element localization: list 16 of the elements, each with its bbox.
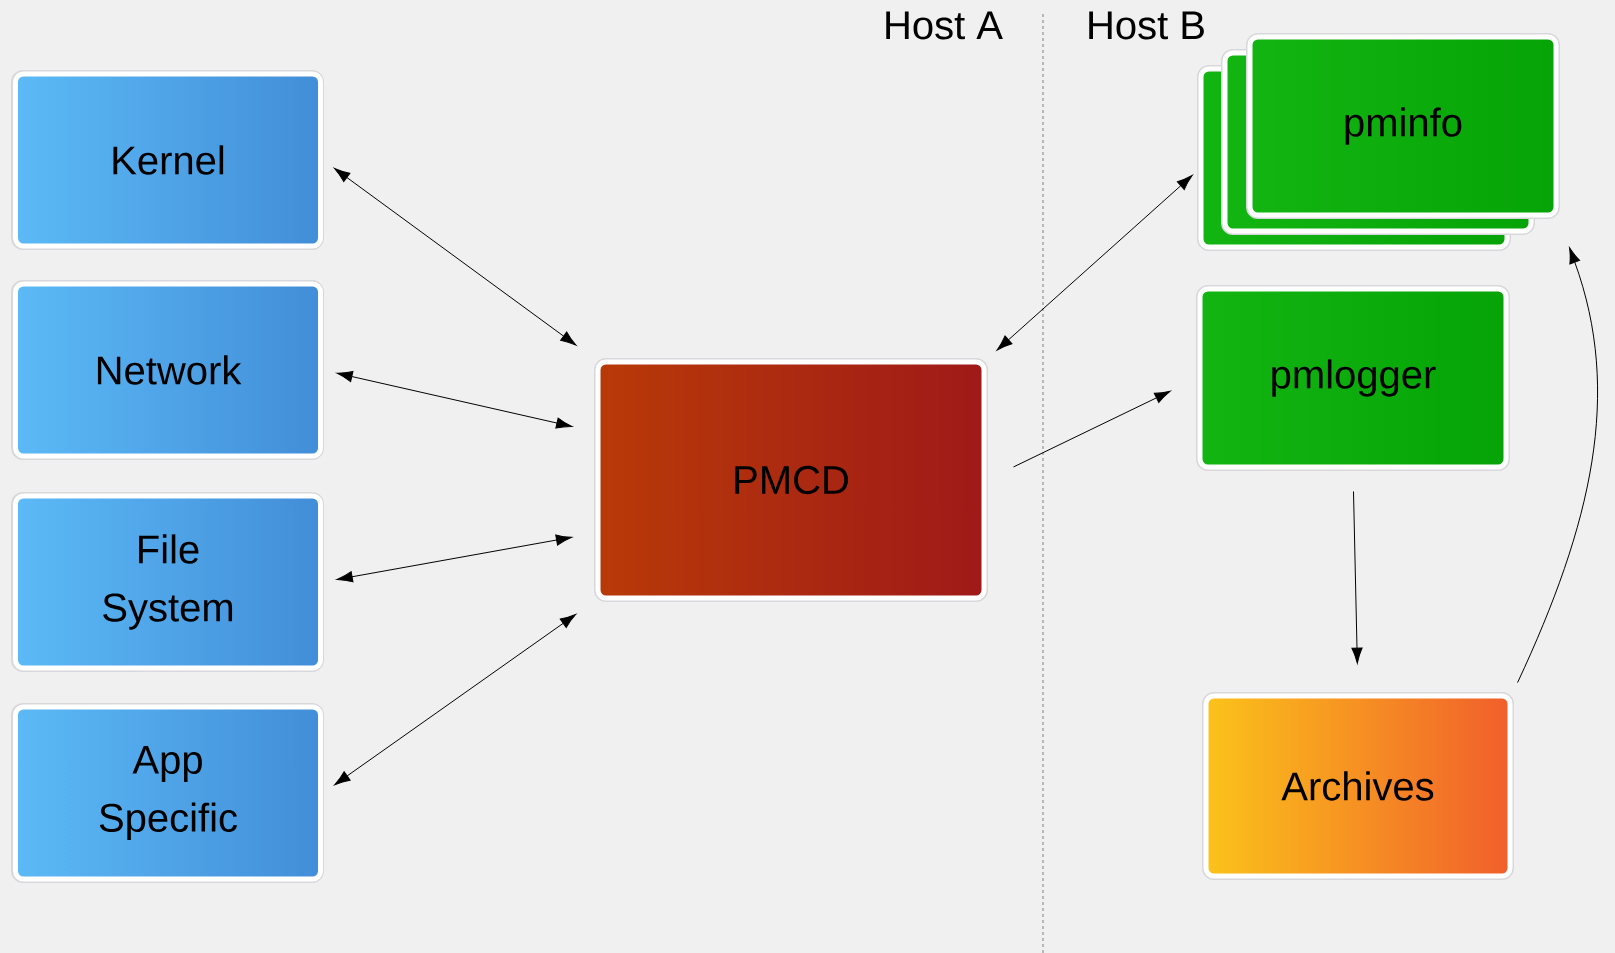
arrow: [996, 175, 1193, 351]
source-box: File System: [11, 492, 324, 672]
arrow: [1351, 491, 1363, 664]
arrow: [336, 370, 573, 429]
archive-box: Archives: [1202, 692, 1514, 880]
arrow: [1517, 247, 1599, 684]
arrow: [1013, 390, 1171, 468]
daemon-box: PMCD: [594, 358, 988, 602]
source-box: Kernel: [11, 70, 324, 250]
arrow: [334, 167, 577, 346]
host-label: Host A: [886, 11, 1003, 40]
arrow: [336, 534, 573, 583]
source-box: Network: [11, 280, 324, 460]
source-box: App Specific: [11, 703, 324, 883]
arrow: [334, 614, 577, 786]
tool-box: pmlogger: [1196, 285, 1510, 471]
